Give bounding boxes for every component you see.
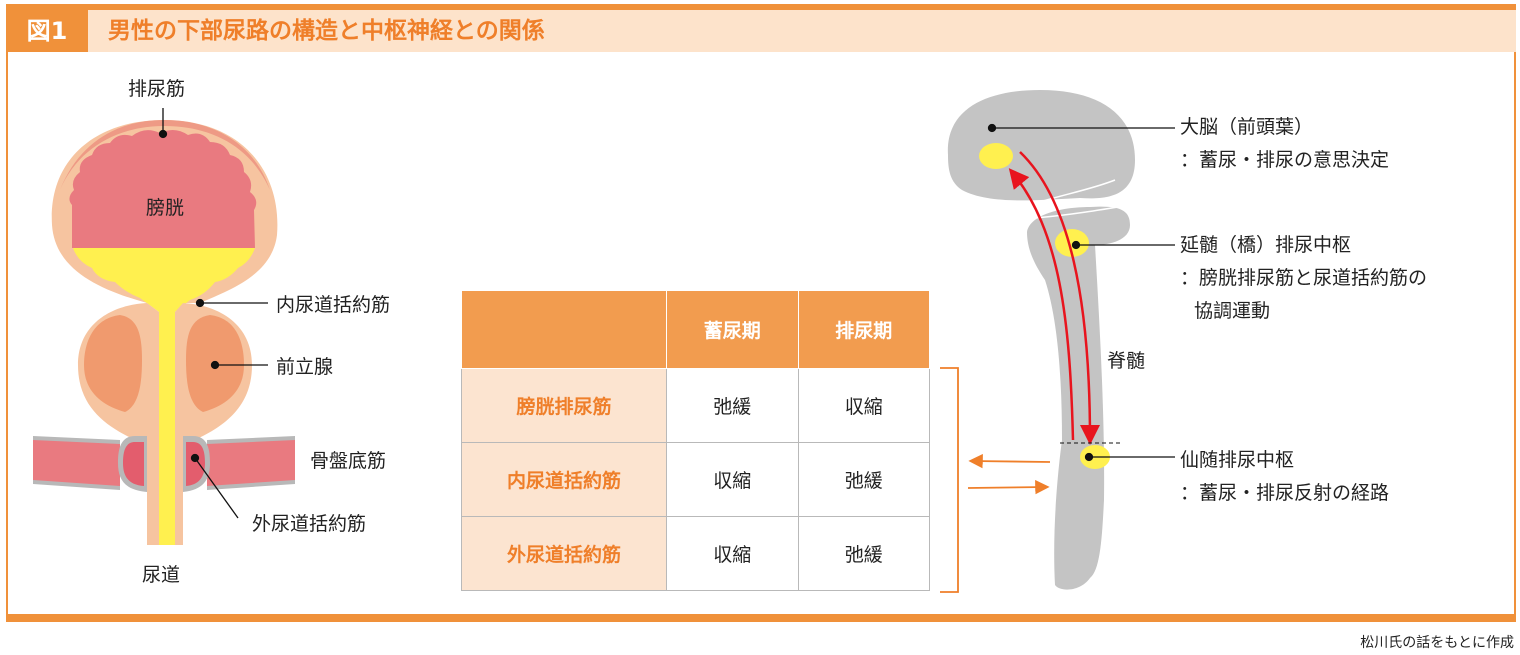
cell-storage: 収縮: [666, 516, 799, 591]
label-detrusor: 排尿筋: [128, 78, 186, 100]
pons-center: [1055, 229, 1089, 257]
table-header-empty: [461, 290, 667, 369]
figure-title: 男性の下部尿路の構造と中枢神経との関係: [108, 18, 545, 44]
source-note: 松川氏の話をもとに作成: [1360, 635, 1514, 651]
external-sphincter: [123, 442, 205, 486]
cell-voiding: 弛緩: [797, 516, 930, 591]
cell-storage: 弛緩: [666, 368, 799, 443]
table-header-storage: 蓄尿期: [666, 290, 799, 369]
top-bar: [6, 4, 1516, 10]
label-cerebrum-desc: ：蓄尿・排尿の意思決定: [1180, 149, 1390, 171]
label-sacral: 仙随排尿中枢: [1180, 449, 1295, 471]
bladder-illustration: [33, 120, 295, 545]
label-cerebrum: 大脳（前頭葉）: [1180, 116, 1314, 138]
label-prostate: 前立腺: [276, 356, 334, 378]
table-row: 膀胱排尿筋 弛緩 収縮: [461, 368, 930, 443]
descending-arrow: [1019, 151, 1100, 445]
cerebrum-center: [979, 143, 1013, 169]
table-row: 外尿道括約筋 収縮 弛緩: [461, 516, 930, 591]
frame-right: [1514, 52, 1516, 617]
cns-illustration: [947, 90, 1135, 590]
figure-label: 図1: [6, 10, 88, 52]
cell-voiding: 収縮: [797, 368, 930, 443]
muscle-state-table: 蓄尿期 排尿期 膀胱排尿筋 弛緩 収縮 内尿道括約筋 収縮 弛緩 外尿道括約筋 …: [461, 290, 930, 591]
cell-storage: 収縮: [666, 442, 799, 517]
label-internal-sphincter: 内尿道括約筋: [276, 294, 391, 316]
label-spinal-cord: 脊髄: [1107, 350, 1146, 372]
label-pons: 延髄（橋）排尿中枢: [1180, 234, 1352, 256]
bottom-bar: [6, 614, 1516, 622]
prostate-lobe-left: [84, 315, 142, 412]
label-pelvic-floor: 骨盤底筋: [310, 450, 387, 472]
left-arrow-icon: [968, 453, 1051, 469]
pelvic-floor-muscle: [33, 440, 295, 486]
urine: [73, 248, 255, 545]
label-bladder: 膀胱: [146, 197, 185, 219]
table-row: 内尿道括約筋 収縮 弛緩: [461, 442, 930, 517]
frame-left: [6, 52, 8, 617]
table-header-row: 蓄尿期 排尿期: [461, 290, 930, 369]
table-header-voiding: 排尿期: [797, 290, 930, 369]
row-label: 内尿道括約筋: [461, 442, 667, 517]
label-pons-desc-1: ：膀胱排尿筋と尿道括約筋の: [1180, 267, 1428, 289]
row-label: 外尿道括約筋: [461, 516, 667, 591]
cell-voiding: 弛緩: [797, 442, 930, 517]
table-bracket: [940, 367, 959, 593]
ascending-arrow: [1008, 168, 1075, 441]
right-arrow-icon: [967, 479, 1050, 495]
label-external-sphincter: 外尿道括約筋: [252, 513, 367, 535]
label-pons-desc-2: 協調運動: [1194, 300, 1271, 322]
row-label: 膀胱排尿筋: [461, 368, 667, 443]
bladder-lumen: [69, 129, 257, 248]
label-urethra: 尿道: [142, 564, 181, 586]
header-band: [6, 10, 1516, 52]
label-sacral-desc: ：蓄尿・排尿反射の経路: [1180, 482, 1390, 504]
